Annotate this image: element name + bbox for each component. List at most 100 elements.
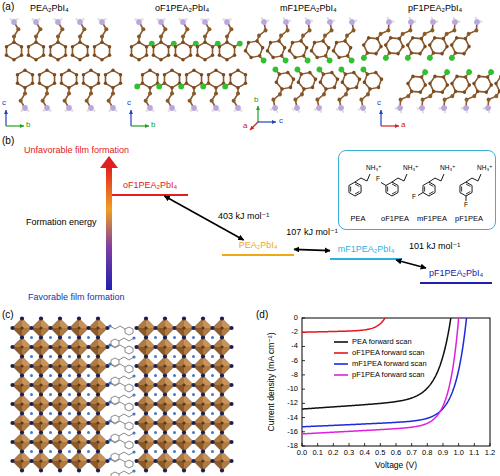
text-label: a	[401, 121, 405, 129]
carbon-atom	[379, 77, 383, 81]
benzene-ring	[460, 182, 472, 196]
iodide-atom	[39, 411, 43, 415]
iodide-atom	[58, 411, 62, 415]
cation	[49, 393, 52, 396]
iodide-atom	[220, 392, 224, 396]
carbon-atom	[192, 86, 195, 89]
iodide-atom	[163, 411, 167, 415]
lead-atom	[77, 402, 80, 405]
organic-chain	[110, 421, 125, 424]
text-label: (d)	[256, 310, 268, 320]
organic-ring	[125, 384, 133, 392]
carbon-atom	[291, 77, 295, 81]
hydrogen-atom	[109, 109, 112, 112]
iodide-atom	[10, 326, 14, 330]
tick-mark	[302, 389, 305, 390]
text-label: (c)	[2, 310, 14, 320]
lead-atom	[144, 345, 147, 348]
hydrogen-atom	[212, 109, 215, 112]
carbon-atom	[89, 91, 93, 95]
legend-text: mF1PEA forward scan	[352, 360, 427, 368]
lead-atom	[96, 459, 99, 462]
lead-atom	[96, 440, 99, 443]
bond	[183, 22, 187, 42]
iodide-atom	[77, 411, 81, 415]
iodide-atom	[77, 449, 81, 453]
iodide-atom	[134, 364, 138, 368]
octahedron	[13, 338, 32, 357]
fluorine-atom	[304, 57, 311, 64]
carbon-atom	[423, 83, 428, 88]
carbon-atom	[27, 54, 30, 57]
carbon-atom	[405, 93, 411, 99]
lead-atom	[58, 421, 61, 424]
carbon-atom	[163, 73, 166, 76]
carbon-atom	[499, 74, 500, 79]
carbon-atom	[100, 41, 103, 44]
hydrogen-atom	[146, 109, 149, 112]
octahedron	[137, 376, 156, 395]
lead-atom	[163, 440, 166, 443]
molecule	[242, 15, 280, 64]
lead-atom	[20, 421, 23, 424]
carbon-atom	[302, 87, 306, 91]
arrow-head	[272, 120, 276, 124]
carbon-atom	[12, 34, 16, 38]
iodide-atom	[10, 364, 14, 368]
molecule-label: pF1PEA	[455, 215, 483, 223]
carbon-atom	[411, 74, 416, 79]
lead-atom	[220, 402, 223, 405]
iodide-atom	[86, 383, 90, 387]
hydrogen-atom	[482, 106, 486, 110]
carbon-atom	[467, 44, 472, 49]
bond	[21, 88, 25, 108]
carbon-atom	[334, 40, 338, 44]
iodide-atom	[144, 335, 148, 339]
iodide-atom	[10, 459, 14, 463]
iodide-atom	[210, 440, 214, 444]
lead-atom	[144, 459, 147, 462]
cation	[211, 412, 214, 415]
cation	[49, 431, 52, 434]
octahedron	[89, 414, 108, 433]
bond	[146, 88, 150, 108]
carbon-atom	[418, 51, 423, 56]
bond	[257, 22, 268, 43]
molecule	[5, 18, 24, 61]
lead-atom	[20, 383, 23, 386]
bond	[36, 22, 40, 42]
octahedron	[51, 338, 70, 357]
octahedron	[13, 319, 32, 338]
molecule	[303, 66, 341, 115]
energy-level: mF1PEA₂PbI₄	[330, 244, 402, 260]
octahedron	[156, 414, 175, 433]
molecule	[82, 69, 101, 112]
hydrogen-atom	[266, 19, 269, 22]
carbon-atom	[178, 73, 181, 76]
fluorine-atom	[382, 54, 390, 62]
carbon-atom	[130, 54, 133, 57]
molecule	[16, 69, 35, 112]
iodide-atom	[39, 335, 43, 339]
octahedron	[213, 357, 232, 376]
bond	[418, 89, 433, 108]
molecule	[308, 15, 346, 64]
hydrogen-atom	[399, 110, 403, 114]
lead-atom	[77, 345, 80, 348]
cation	[173, 374, 176, 377]
bond	[418, 193, 423, 196]
iodide-atom	[163, 335, 167, 339]
hydrogen-atom	[229, 18, 232, 21]
nitrogen-atom	[407, 18, 415, 26]
crystal-panel	[5, 18, 123, 112]
nitrogen-atom	[473, 18, 481, 26]
text-label: 0.7	[406, 449, 416, 457]
carbon-atom	[400, 31, 406, 37]
carbon-atom	[19, 99, 23, 103]
lead-atom	[20, 345, 23, 348]
carbon-atom	[71, 54, 74, 57]
carbon-atom	[299, 39, 303, 43]
iodide-atom	[182, 411, 186, 415]
lead-atom	[163, 459, 166, 462]
